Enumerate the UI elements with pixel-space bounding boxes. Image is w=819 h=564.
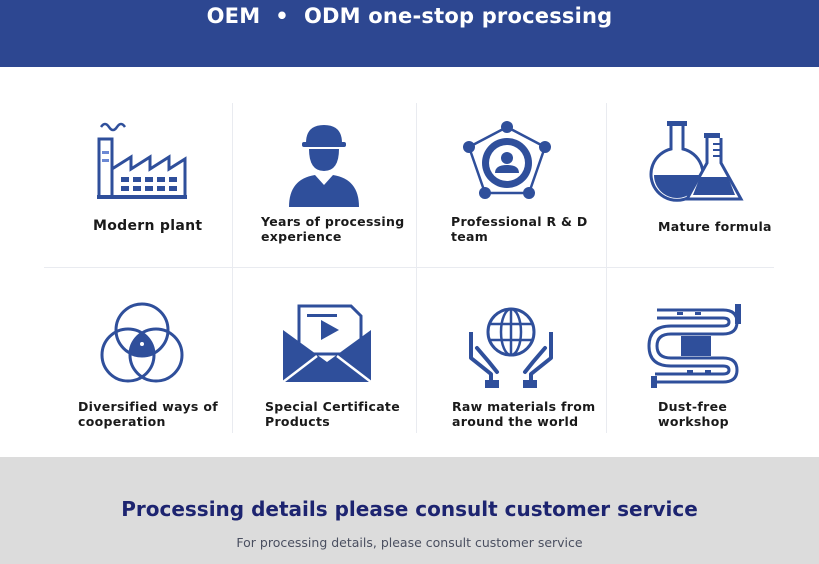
pipeline-icon [647,304,741,388]
feature-label: Years of processing experience [261,214,404,244]
features-grid: Modern plant Years of processing experie… [0,67,819,457]
footer-subtitle: For processing details, please consult c… [236,535,583,550]
feature-label-line: Professional R & D [451,214,588,229]
feature-label-line: team [451,229,489,244]
header-banner: OEM • ODM one-stop processing [0,0,819,67]
divider [44,267,774,268]
worker-helmet-icon [289,125,359,207]
feature-label-line: Years of processing [261,214,405,229]
feature-mature-formula: Mature formula [607,103,787,267]
feature-experience: Years of processing experience [233,103,416,267]
feature-certificate: Special Certificate Products [233,268,416,433]
divider [606,103,607,433]
divider [232,103,233,433]
feature-label-line: around the world [452,414,579,429]
feature-rd-team: Professional R & D team [417,103,606,267]
feature-label-line: cooperation [78,414,166,429]
feature-label: Diversified ways of cooperation [78,399,218,429]
feature-label-line: workshop [658,414,729,429]
feature-raw-materials: Raw materials from around the world [417,268,606,433]
page-title: OEM • ODM one-stop processing [206,4,613,28]
certificate-envelope-icon [282,304,372,383]
feature-label: Mature formula [658,219,772,234]
team-network-icon [463,121,551,199]
feature-label: Modern plant [93,218,203,234]
feature-cooperation: Diversified ways of cooperation [44,268,232,433]
feature-label-line: Special Certificate [265,399,400,414]
feature-label: Special Certificate Products [265,399,400,429]
footer-banner: Processing details please consult custom… [0,457,819,564]
feature-label-line: Diversified ways of [78,399,218,414]
feature-label-line: Raw materials from [452,399,596,414]
feature-label: Dust-free workshop [658,399,729,429]
globe-hands-icon [469,307,553,388]
footer-title: Processing details please consult custom… [121,497,698,521]
feature-dust-free: Dust-free workshop [607,268,787,433]
flask-icon [649,121,744,202]
feature-label: Raw materials from around the world [452,399,595,429]
feature-label-line: experience [261,229,342,244]
feature-label: Professional R & D team [451,214,588,244]
factory-icon [97,122,187,199]
feature-label-line: Products [265,414,330,429]
feature-label-line: Dust-free [658,399,728,414]
divider [416,103,417,433]
venn-circles-icon [100,302,184,383]
feature-modern-plant: Modern plant [44,103,232,267]
